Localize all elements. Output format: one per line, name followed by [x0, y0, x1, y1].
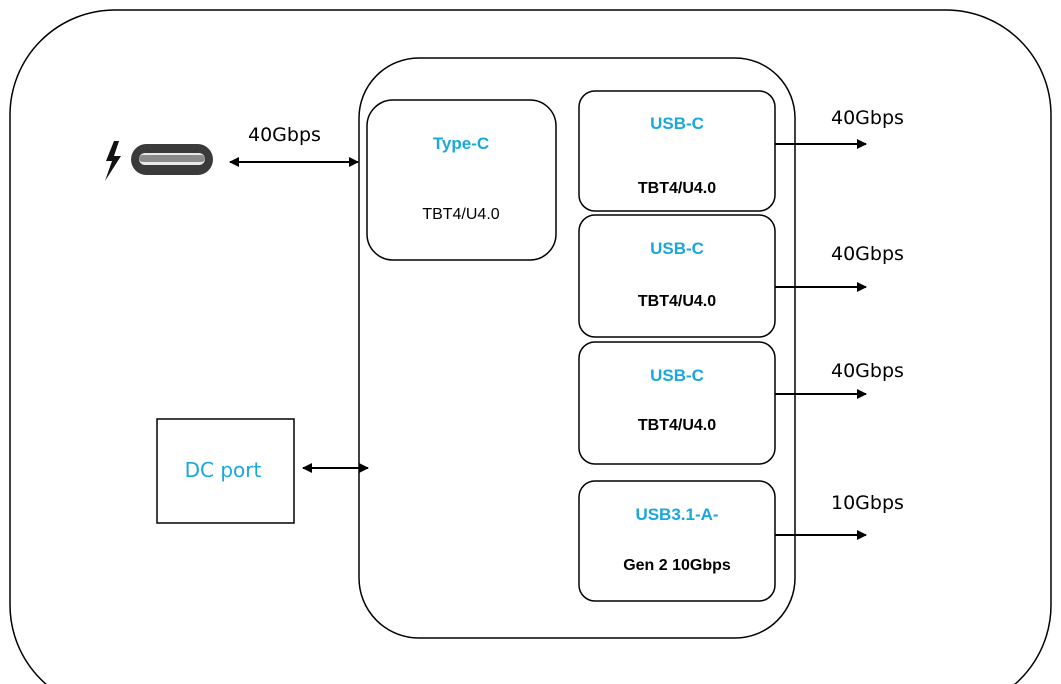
input-port-box	[366, 99, 557, 261]
device-enclosure	[9, 9, 1052, 684]
output-port-subtitle: TBT4/U4.0	[638, 180, 716, 197]
thunderbolt-bolt-icon	[105, 141, 121, 181]
hub-block	[358, 57, 796, 639]
output-port-2: USB-C TBT4/U4.0 40Gbps	[578, 214, 904, 338]
output-port-4: USB3.1-A- Gen 2 10Gbps 10Gbps	[578, 480, 904, 602]
output-speed-label: 40Gbps	[831, 107, 904, 129]
output-port-subtitle: Gen 2 10Gbps	[623, 557, 731, 574]
output-port-subtitle: TBT4/U4.0	[638, 417, 716, 434]
usb-c-plug-slot-inner	[139, 155, 205, 162]
input-speed-label: 40Gbps	[248, 124, 321, 146]
output-speed-label: 40Gbps	[831, 360, 904, 382]
output-port-1: USB-C TBT4/U4.0 40Gbps	[578, 90, 904, 212]
output-port-3: USB-C TBT4/U4.0 40Gbps	[578, 341, 904, 465]
input-port-type-c: Type-C TBT4/U4.0	[366, 99, 557, 261]
output-port-title: USB-C	[650, 239, 704, 258]
thunderbolt-usb-c-icon	[105, 141, 213, 181]
output-port-title: USB-C	[650, 114, 704, 133]
dc-port-box	[156, 418, 295, 524]
output-port-box	[578, 214, 776, 338]
output-port-title: USB3.1-A-	[635, 505, 718, 524]
output-port-title: USB-C	[650, 366, 704, 385]
output-port-box	[578, 90, 776, 212]
output-port-box	[578, 480, 776, 602]
output-speed-label: 10Gbps	[831, 492, 904, 514]
output-port-subtitle: TBT4/U4.0	[638, 293, 716, 310]
output-speed-label: 40Gbps	[831, 243, 904, 265]
dc-port-label: DC port	[185, 458, 262, 482]
input-port-subtitle: TBT4/U4.0	[422, 206, 499, 223]
output-port-box	[578, 341, 776, 465]
input-port-title: Type-C	[433, 134, 489, 153]
